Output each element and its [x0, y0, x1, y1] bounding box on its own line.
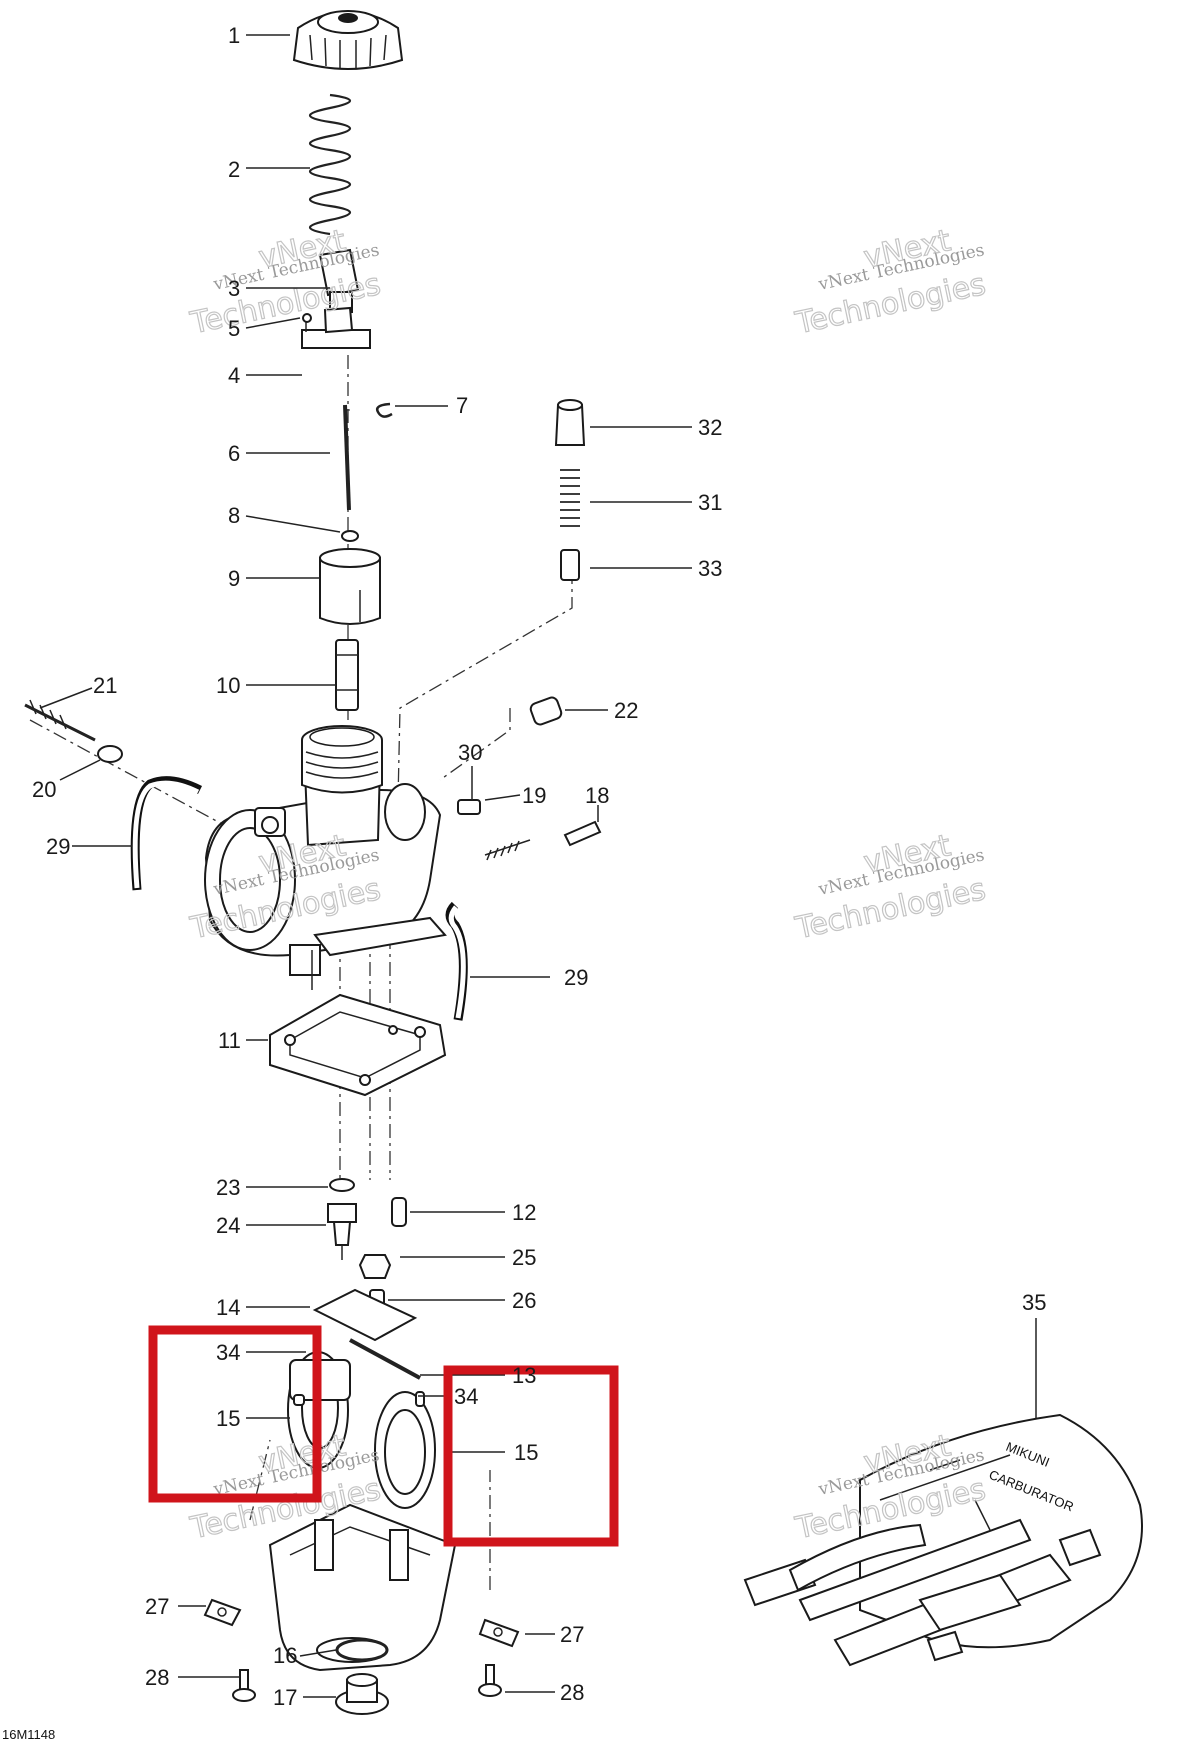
callout-21: 21	[93, 673, 117, 698]
callout-28-left: 28	[145, 1665, 169, 1690]
part-air-screw	[24, 699, 123, 763]
callout-3: 3	[228, 276, 240, 301]
part-choke-stack	[554, 399, 586, 581]
figure-code: 16M1148	[2, 1727, 55, 1742]
callout-30: 30	[458, 740, 482, 765]
part-tubes	[130, 776, 468, 1021]
part-pilot-screws	[457, 799, 602, 861]
part-float-bowl	[268, 1503, 457, 1672]
callout-15-left: 15	[216, 1406, 240, 1431]
callout-10: 10	[216, 673, 240, 698]
part-needle-jet	[335, 639, 359, 711]
callout-29-upper: 29	[46, 834, 70, 859]
callout-20: 20	[32, 777, 56, 802]
highlight-box-right	[443, 1365, 619, 1547]
callout-25: 25	[512, 1245, 536, 1270]
callout-6: 6	[228, 441, 240, 466]
callout-1: 1	[228, 23, 240, 48]
callout-24: 24	[216, 1213, 240, 1238]
part-cap	[292, 10, 404, 70]
callout-17: 17	[273, 1685, 297, 1710]
highlight-boxes	[148, 1325, 619, 1547]
callout-9: 9	[228, 566, 240, 591]
callout-26: 26	[512, 1288, 536, 1313]
part-float-arm	[312, 1288, 421, 1380]
callout-5: 5	[228, 316, 240, 341]
highlight-box-left	[148, 1325, 322, 1503]
callout-23: 23	[216, 1175, 240, 1200]
part-gasket	[269, 993, 447, 1097]
part-slide	[319, 548, 381, 625]
callout-31: 31	[698, 490, 722, 515]
callout-29-lower: 29	[564, 965, 588, 990]
callout-19: 19	[522, 783, 546, 808]
part-needle	[343, 404, 351, 511]
part-tool-kit: MIKUNI CARBURATOR	[743, 1413, 1143, 1667]
part-retainer	[301, 248, 371, 349]
part-spring	[308, 93, 352, 236]
callout-27-right: 27	[560, 1622, 584, 1647]
callout-12: 12	[512, 1200, 536, 1225]
callout-32: 32	[698, 415, 722, 440]
callout-2: 2	[228, 157, 240, 182]
callout-7: 7	[456, 393, 468, 418]
callout-33: 33	[698, 556, 722, 581]
callout-15-right: 15	[514, 1440, 538, 1465]
callout-18: 18	[585, 783, 609, 808]
callout-34-left: 34	[216, 1340, 240, 1365]
callout-8: 8	[228, 503, 240, 528]
callout-22: 22	[614, 698, 638, 723]
callout-16: 16	[273, 1643, 297, 1668]
leader-lines	[39, 34, 1037, 1698]
part-cap-22	[529, 696, 563, 726]
carburetor-body	[204, 725, 447, 990]
callout-14: 14	[216, 1295, 240, 1320]
callout-28-right: 28	[560, 1680, 584, 1705]
callout-34-right: 34	[454, 1384, 478, 1409]
callout-35: 35	[1022, 1290, 1046, 1315]
watermarks: vNext Technologies Technologies vNext vN…	[186, 223, 989, 1547]
part-bottom-hardware	[203, 1598, 520, 1715]
callout-numbers: 1 2 3 5 4 7 6 8 9 10 32 31 33 21 22 30 1…	[32, 23, 1046, 1710]
part-washer	[341, 530, 359, 542]
part-clip	[376, 402, 393, 418]
callout-13: 13	[512, 1363, 536, 1388]
callout-11: 11	[218, 1028, 241, 1053]
callout-4: 4	[228, 363, 240, 388]
callout-27-left: 27	[145, 1594, 169, 1619]
